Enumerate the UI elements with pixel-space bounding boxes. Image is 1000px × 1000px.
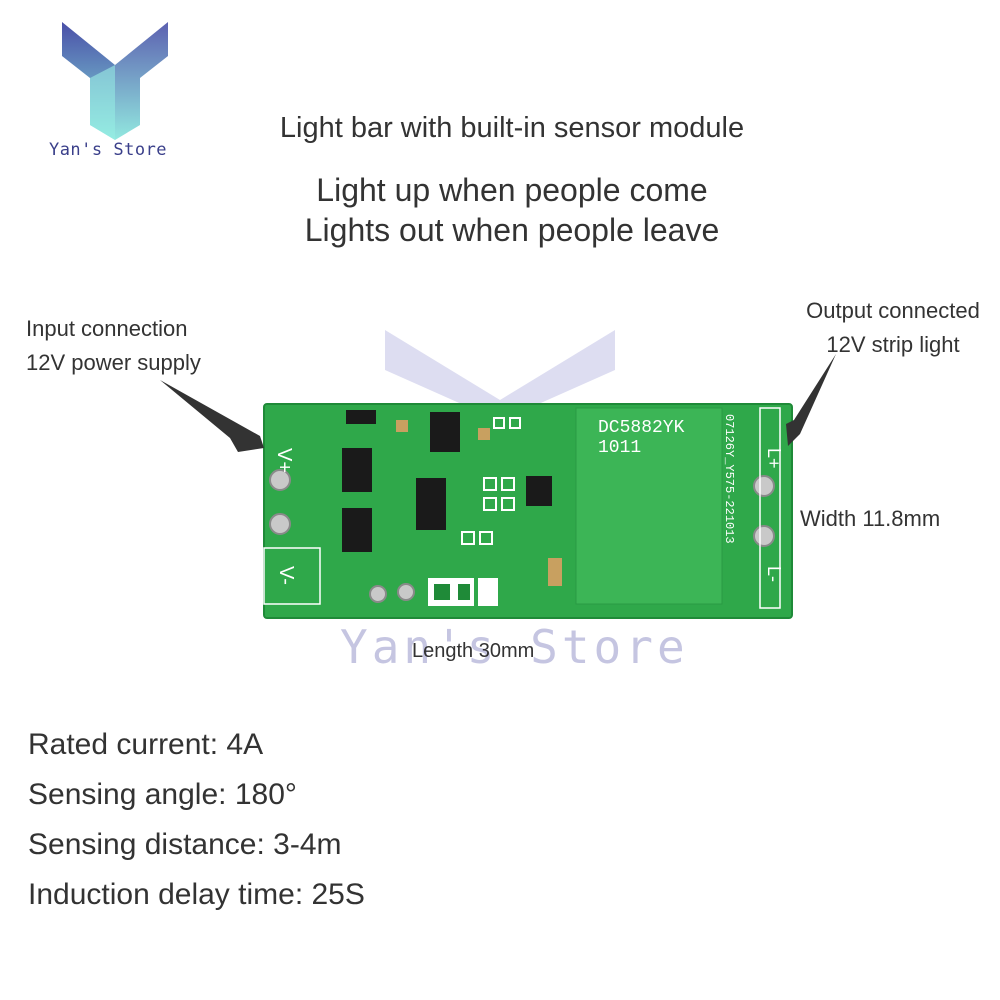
input-callout-line-2: 12V power supply [26, 350, 201, 375]
output-callout-line-2: 12V strip light [826, 332, 960, 357]
pcb-board: V+ V- L+ L- DC5882YK 1011 07126Y_Y575-22… [263, 403, 793, 619]
spec-sensing-distance: Sensing distance: 3-4m [28, 828, 342, 861]
spec-delay-time: Induction delay time: 25S [28, 878, 365, 911]
pin-label-lplus: L+ [764, 448, 784, 469]
board-serial: 07126Y_Y575-221013 [722, 414, 736, 544]
spec-sensing-angle: Sensing angle: 180° [28, 778, 297, 811]
store-logo [62, 22, 168, 140]
board-model: DC5882YK [598, 418, 685, 438]
board-code: 1011 [598, 438, 641, 458]
length-label: Length 30mm [412, 640, 535, 662]
watermark-logo [385, 330, 615, 450]
pin-label-vminus: V- [275, 566, 297, 585]
pin-label-lminus: L- [764, 566, 784, 582]
headline: Light bar with built-in sensor module [279, 112, 745, 144]
pin-label-vplus: V+ [273, 448, 295, 473]
output-callout: Output connected 12V strip light [786, 294, 1000, 362]
logo-text: Yan's Store [48, 140, 168, 160]
tagline-line-1: Light up when people come [316, 172, 708, 208]
output-callout-line-1: Output connected [806, 298, 980, 323]
input-callout: Input connection 12V power supply [26, 312, 201, 380]
output-arrow [786, 354, 836, 446]
input-callout-line-1: Input connection [26, 316, 188, 341]
input-arrow [160, 380, 264, 452]
tagline-line-2: Lights out when people leave [304, 212, 720, 248]
spec-rated-current: Rated current: 4A [28, 728, 264, 761]
watermark-text: Yan's Store [340, 620, 689, 674]
width-label: Width 11.8mm [800, 506, 941, 531]
